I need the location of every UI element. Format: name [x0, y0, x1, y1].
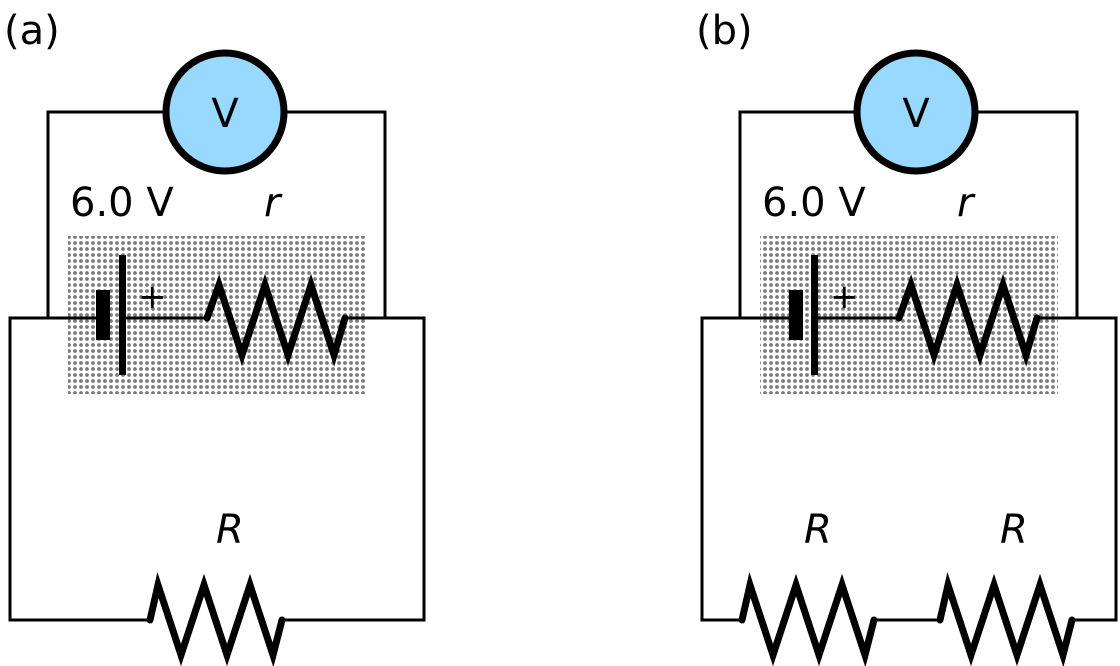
panel-b-voltmeter-circle [853, 49, 979, 175]
panel-b-load-wire [700, 316, 760, 622]
panel-b-load-wire-right [1058, 316, 1118, 622]
panel-b-load-resistor-2-label: R [1000, 507, 1028, 553]
panel-b-voltmeter-wire [738, 110, 857, 318]
panel-a-load-resistor-label: R [216, 507, 244, 553]
panel-a-load-resistor [146, 571, 286, 666]
panel-a-voltmeter-circle [162, 49, 288, 175]
panel-b-load-resistor-2 [936, 571, 1076, 666]
panel-a-battery-shading [68, 236, 366, 394]
panel-b-internal-resistance-label: r [957, 180, 976, 226]
panel-a-battery-positive-plate [119, 255, 126, 375]
panel-a-battery-negative-plate [96, 290, 110, 340]
panel-b-internal-resistor [895, 273, 1041, 367]
panel-b-battery-positive-plate [811, 255, 818, 375]
panel-a-internal-resistor [203, 273, 349, 367]
panel-b-battery-negative-plate [789, 290, 803, 340]
panel-b-voltmeter-wire-right [975, 110, 1079, 318]
panel-a-emf-label: 6.0 V [70, 180, 174, 226]
panel-a-load-wire [8, 316, 150, 622]
panel-a-voltmeter-wire [46, 110, 166, 318]
panel-b-load-resistor-1-label: R [804, 507, 832, 553]
panel-a-plus-sign: + [138, 277, 167, 317]
panel-a-voltmeter-wire-right [284, 110, 387, 318]
panel-b-voltmeter: V [853, 49, 979, 175]
panel-b-battery-shading [760, 236, 1058, 394]
panel-a: (a) + 6.0 V r V R [4, 8, 426, 666]
panel-a-voltmeter: V [162, 49, 288, 175]
panel-b-plus-sign: + [830, 277, 859, 317]
panel-a-voltmeter-symbol: V [211, 91, 239, 137]
panel-b-label: (b) [696, 8, 753, 54]
panel-a-label: (a) [4, 8, 60, 54]
panel-b-emf-label: 6.0 V [762, 180, 866, 226]
panel-b-load-resistor-1 [738, 571, 878, 666]
panel-a-internal-resistance-label: r [264, 180, 283, 226]
panel-b-voltmeter-symbol: V [902, 91, 930, 137]
panel-a-load-wire-right [282, 316, 426, 622]
panel-b: (b) + 6.0 V r V R R [696, 8, 1118, 666]
